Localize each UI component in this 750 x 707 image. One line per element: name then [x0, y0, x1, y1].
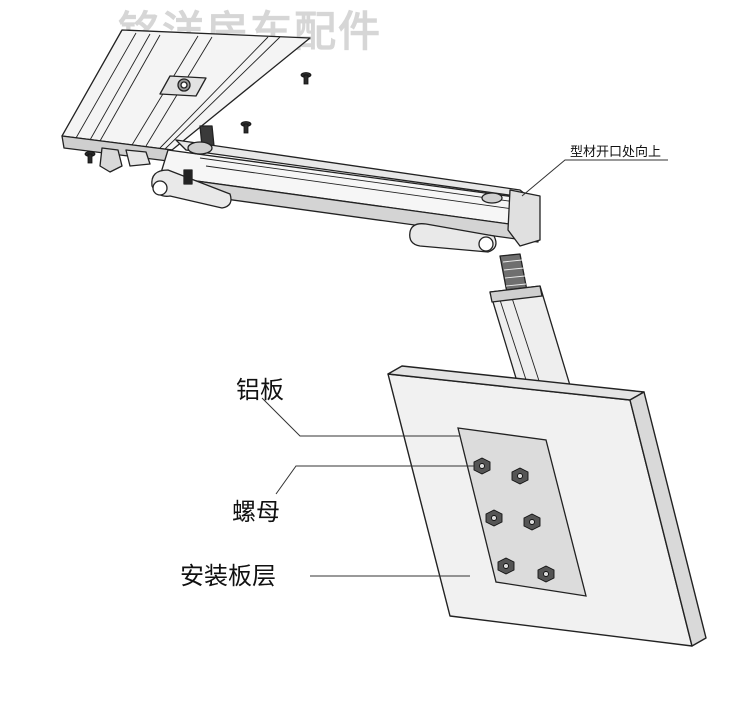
horizontal-arm: [151, 139, 541, 253]
nut-icon: [473, 457, 491, 475]
vertical-column: [489, 253, 573, 399]
screw-icon: [240, 121, 252, 134]
callout-aluminum-plate: [261, 397, 460, 437]
aluminum-plate-label: 铝板: [236, 376, 284, 404]
loose-screws: [84, 72, 312, 164]
callout-lines: [261, 159, 668, 577]
callout-opening-note: [521, 159, 668, 197]
screw-icon: [84, 151, 96, 164]
nut-icon: [485, 509, 503, 527]
opening-note-label: 型材开口处向上: [570, 144, 661, 160]
mounting-layer-label: 安装板层: [180, 562, 276, 590]
nuts-group: [473, 457, 555, 583]
nut-icon: [497, 557, 515, 575]
nut-label: 螺母: [232, 498, 280, 526]
nut-icon: [511, 467, 529, 485]
top-rail-plate: [61, 29, 311, 173]
nut-icon: [523, 513, 541, 531]
callout-nut: [275, 465, 474, 495]
nut-icon: [537, 565, 555, 583]
screw-icon: [300, 72, 312, 85]
